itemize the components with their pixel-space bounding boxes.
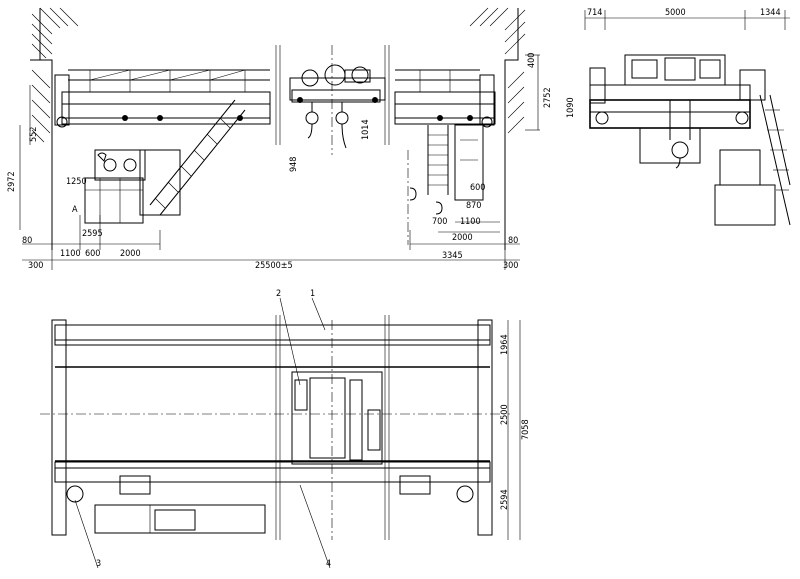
plan-view: 1964 2500 7058 2594 1 2 3 4 [40,289,531,569]
callout-1: 1 [310,289,315,299]
dim-714: 714 [587,8,602,18]
dim-2000-right: 2000 [452,233,473,243]
dim-948: 948 [289,157,299,172]
dim-1100-right: 1100 [460,217,481,227]
dim-1090: 1090 [566,97,576,118]
dim-1250: 1250 [66,177,87,187]
dim-3345: 3345 [442,251,463,261]
dim-span: 25500±5 [255,261,293,271]
callout-2: 2 [276,289,281,299]
dim-300-left: 300 [28,261,43,271]
label-A: A [72,205,78,215]
dim-1344: 1344 [760,8,781,18]
dim-1964: 1964 [500,334,510,355]
dim-1014: 1014 [361,119,371,140]
dim-870: 870 [466,201,481,211]
left-wall [30,7,79,250]
front-dimension-lines [19,54,540,270]
dim-2972: 2972 [7,171,17,192]
dim-2594: 2594 [500,489,510,510]
right-wall [469,7,526,250]
front-elevation: 2972 552 2752 400 1014 948 1250 A 2595 8… [7,7,553,271]
dim-2500: 2500 [500,404,510,425]
dim-600-left: 600 [85,249,100,259]
operator-cab [84,149,146,224]
dim-80-right: 80 [508,236,518,246]
callout-3: 3 [96,559,101,569]
callout-4: 4 [326,559,331,569]
dim-2595: 2595 [82,229,103,239]
dim-552: 552 [29,127,39,142]
dim-1100: 1100 [60,249,81,259]
dim-600-right: 600 [470,183,485,193]
dim-400: 400 [527,53,537,68]
dim-2000-left: 2000 [120,249,141,259]
right-ladder [427,124,484,201]
dim-700: 700 [432,217,447,227]
bridge-girder [54,69,496,128]
side-elevation: 714 5000 1344 1090 [566,8,791,226]
break-lines [275,45,390,145]
trolley [289,64,386,149]
dim-5000: 5000 [665,8,686,18]
access-staircase [139,99,246,216]
hook-symbols [409,187,443,215]
dim-7058: 7058 [521,419,531,440]
dim-300-right: 300 [503,261,518,271]
dim-2752: 2752 [543,87,553,108]
dim-80-left: 80 [22,236,32,246]
